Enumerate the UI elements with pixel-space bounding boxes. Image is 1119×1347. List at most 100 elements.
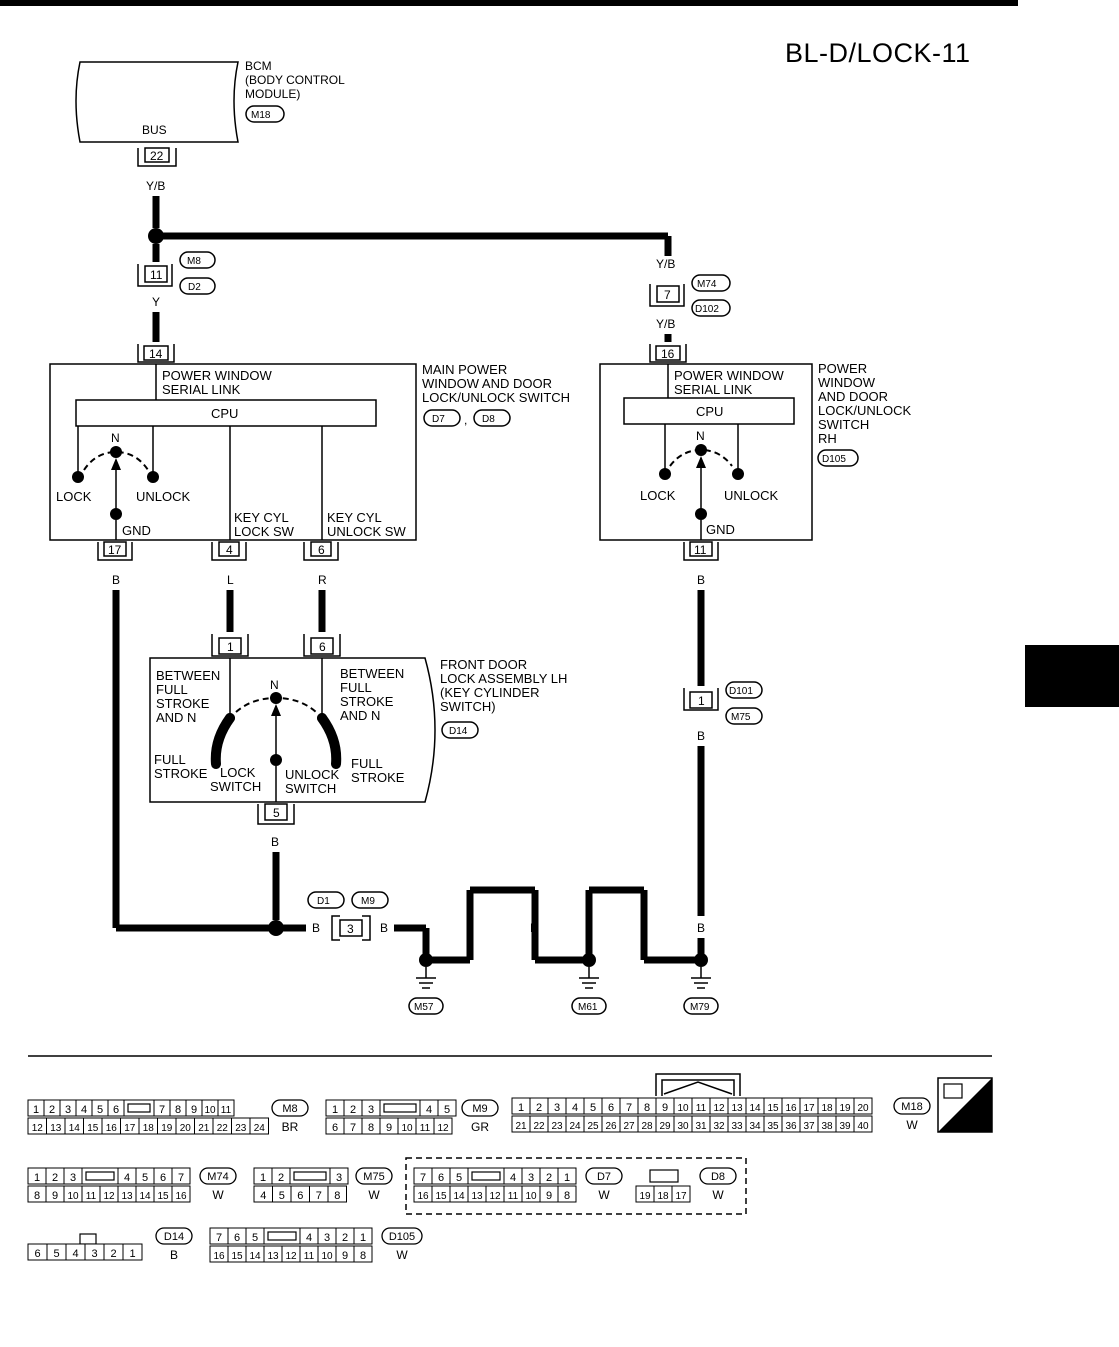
d7-pin-label: 5 — [456, 1172, 462, 1184]
svg-text:,: , — [464, 413, 467, 427]
m9-pin-label: 5 — [444, 1104, 450, 1116]
m74-legend-color: W — [212, 1188, 224, 1202]
m18-pin-label: 4 — [572, 1102, 578, 1114]
m18-pin-label: 24 — [569, 1121, 581, 1132]
d7-pin-label: 10 — [525, 1191, 537, 1202]
m9-legend-color: GR — [471, 1120, 489, 1134]
m8-pin: 11 — [150, 268, 163, 282]
d7-pin-label: 13 — [471, 1191, 483, 1202]
wire-color-b-3: B — [697, 729, 705, 743]
d105-pin-label: 14 — [249, 1251, 261, 1262]
door-between-r-4: AND N — [340, 708, 380, 723]
rh-label-5: SWITCH — [818, 417, 869, 432]
d105-pin-label: 5 — [252, 1232, 258, 1244]
door-label-2: LOCK ASSEMBLY LH — [440, 671, 567, 686]
m8-row2-cell — [249, 1117, 269, 1135]
m8-pin-label: 14 — [69, 1123, 81, 1134]
d8-row1-cell — [671, 1185, 691, 1203]
m8-pin-label: 5 — [97, 1104, 103, 1116]
d7-pin-label: 6 — [438, 1172, 444, 1184]
m18-pin-label: 27 — [623, 1121, 635, 1132]
rh-n: N — [696, 429, 705, 443]
rh-label-1: POWER — [818, 361, 867, 376]
m74-legend-id: M74 — [207, 1171, 228, 1183]
m18-pin-label: 39 — [839, 1121, 851, 1132]
wire-color-y: Y — [152, 295, 160, 309]
door-between-l-3: STROKE — [156, 696, 210, 711]
m9-pin-label: 3 — [368, 1104, 374, 1116]
m18-pin-label: 40 — [857, 1121, 869, 1132]
d14-pin-label: 3 — [91, 1248, 97, 1260]
conn-d101-label: D101 — [729, 686, 753, 697]
m18-pin-label: 2 — [536, 1102, 542, 1114]
d105-pin-label: 15 — [231, 1251, 243, 1262]
m18-pin-label: 14 — [749, 1103, 761, 1114]
d105-pin-label: 1 — [360, 1232, 366, 1244]
main-switch: 14 POWER WINDOW SERIAL LINK CPU N LOCK U… — [49, 344, 570, 561]
d14-row1-cell — [122, 1243, 143, 1261]
d7-pin-label: 12 — [489, 1191, 501, 1202]
wire-color-b-7: B — [466, 921, 474, 935]
m18-pin-label: 17 — [803, 1103, 815, 1114]
door-label-4: SWITCH) — [440, 699, 496, 714]
rh-lock: LOCK — [640, 488, 676, 503]
m74-pin-label: 1 — [34, 1172, 40, 1184]
m8-row1-cell — [217, 1099, 235, 1117]
m8-pin-label: 11 — [221, 1105, 232, 1116]
wire-color-b-10: B — [640, 921, 648, 935]
wire-color-l: L — [227, 573, 234, 587]
m18-pin-label: 38 — [821, 1121, 833, 1132]
section-tab — [1025, 645, 1119, 707]
d7-pin-label: 7 — [420, 1172, 426, 1184]
m18-pin-label: 11 — [696, 1103, 707, 1114]
d8-pin-label: 19 — [639, 1191, 651, 1202]
m18-pin-label: 22 — [533, 1121, 545, 1132]
m9-pin-label: 1 — [332, 1104, 338, 1116]
m18-pin-label: 37 — [803, 1121, 815, 1132]
m18-legend-color: W — [906, 1118, 918, 1132]
door-n: N — [270, 678, 279, 692]
d105-pin-label: 13 — [267, 1251, 279, 1262]
d14-pin-label: 1 — [129, 1248, 135, 1260]
bcm-module: BCM (BODY CONTROL MODULE) M18 BUS 22 — [75, 59, 345, 167]
d105-pin-label: 2 — [342, 1232, 348, 1244]
wire-color-b-1: B — [112, 573, 120, 587]
wire-color-r: R — [318, 573, 327, 587]
conn-d2-label: D2 — [188, 282, 201, 293]
m18-pin-label: 9 — [662, 1102, 668, 1114]
m8-legend-id: M8 — [282, 1103, 297, 1115]
conn-m75-label: M75 — [731, 712, 751, 723]
bcm-label-2: (BODY CONTROL — [245, 73, 345, 87]
front-door-lock: 1 6 N BETWEEN FULL STROKE AND N BETWEEN … — [149, 634, 567, 920]
m74-pin-label: 16 — [175, 1191, 187, 1202]
m74-pin-label: 7 — [178, 1172, 184, 1184]
main-pin-17: 17 — [108, 543, 122, 557]
d105-row2-cell — [353, 1245, 373, 1263]
m8-pin-label: 16 — [106, 1123, 118, 1134]
m8-pin-label: 6 — [113, 1104, 119, 1116]
door-pin-5: 5 — [273, 806, 280, 820]
m75-row1-cell — [329, 1167, 349, 1185]
bcm-label-1: BCM — [245, 59, 272, 73]
d7-pin-label: 2 — [546, 1172, 552, 1184]
m9-pin-label: 9 — [386, 1122, 392, 1134]
m75-pin-label: 5 — [279, 1190, 285, 1202]
m18-pin-label: 8 — [644, 1102, 650, 1114]
m75-pin-label: 6 — [297, 1190, 303, 1202]
d7-row1-cell — [557, 1167, 577, 1185]
main-pin-4: 4 — [226, 543, 233, 557]
m18-pin-label: 23 — [551, 1121, 563, 1132]
main-cpu: CPU — [211, 406, 238, 421]
m18-pin-label: 28 — [641, 1121, 653, 1132]
m8-pin-label: 4 — [81, 1104, 87, 1116]
m75-legend-id: M75 — [363, 1171, 384, 1183]
main-label-1: MAIN POWER — [422, 362, 507, 377]
d7-legend-color: W — [598, 1188, 610, 1202]
d105-pin-label: 12 — [285, 1251, 297, 1262]
d105-pin-label: 9 — [342, 1250, 348, 1262]
d7-pin-label: 3 — [528, 1172, 534, 1184]
m74-pin-label: 15 — [157, 1191, 169, 1202]
m18-pin-label: 25 — [587, 1121, 599, 1132]
